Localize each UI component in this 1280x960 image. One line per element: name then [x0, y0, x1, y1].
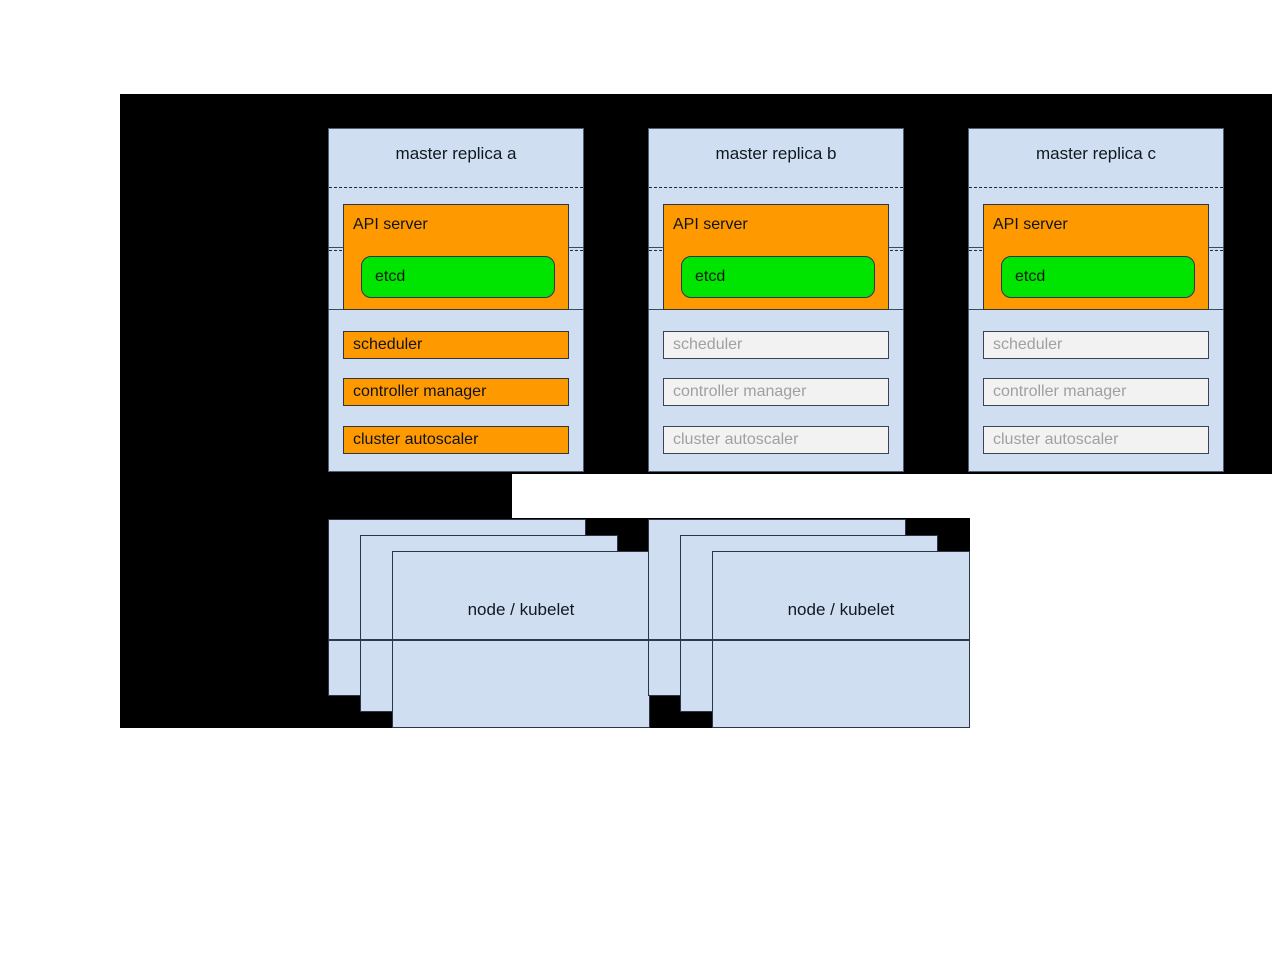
master-replica-title-a: master replica a: [395, 144, 517, 163]
api-server-label-c: API server: [993, 216, 1068, 233]
node-group-divider-1: [328, 639, 650, 641]
cluster-autoscaler-box-c[interactable]: cluster autoscaler: [983, 426, 1209, 454]
scheduler-box-c[interactable]: scheduler: [983, 331, 1209, 359]
node-group-divider-2: [648, 639, 970, 641]
node-label-1: node / kubelet: [467, 600, 575, 619]
master-divider-top-a: [329, 187, 583, 188]
backdrop-notch: [512, 474, 1280, 518]
master-replica-title-c: master replica c: [1036, 144, 1156, 163]
api-server-label-b: API server: [673, 216, 748, 233]
etcd-box-b[interactable]: etcd: [681, 256, 875, 298]
master-divider-top-b: [649, 187, 903, 188]
etcd-box-a[interactable]: etcd: [361, 256, 555, 298]
scheduler-box-a[interactable]: scheduler: [343, 331, 569, 359]
controller-manager-box-b[interactable]: controller manager: [663, 378, 889, 406]
controller-manager-box-a[interactable]: controller manager: [343, 378, 569, 406]
scheduler-box-b[interactable]: scheduler: [663, 331, 889, 359]
master-divider-top-c: [969, 187, 1223, 188]
etcd-box-c[interactable]: etcd: [1001, 256, 1195, 298]
master-replica-title-b: master replica b: [715, 144, 837, 163]
api-server-label-a: API server: [353, 216, 428, 233]
cluster-autoscaler-box-a[interactable]: cluster autoscaler: [343, 426, 569, 454]
cluster-autoscaler-box-b[interactable]: cluster autoscaler: [663, 426, 889, 454]
controller-manager-box-c[interactable]: controller manager: [983, 378, 1209, 406]
node-label-2: node / kubelet: [787, 600, 895, 619]
